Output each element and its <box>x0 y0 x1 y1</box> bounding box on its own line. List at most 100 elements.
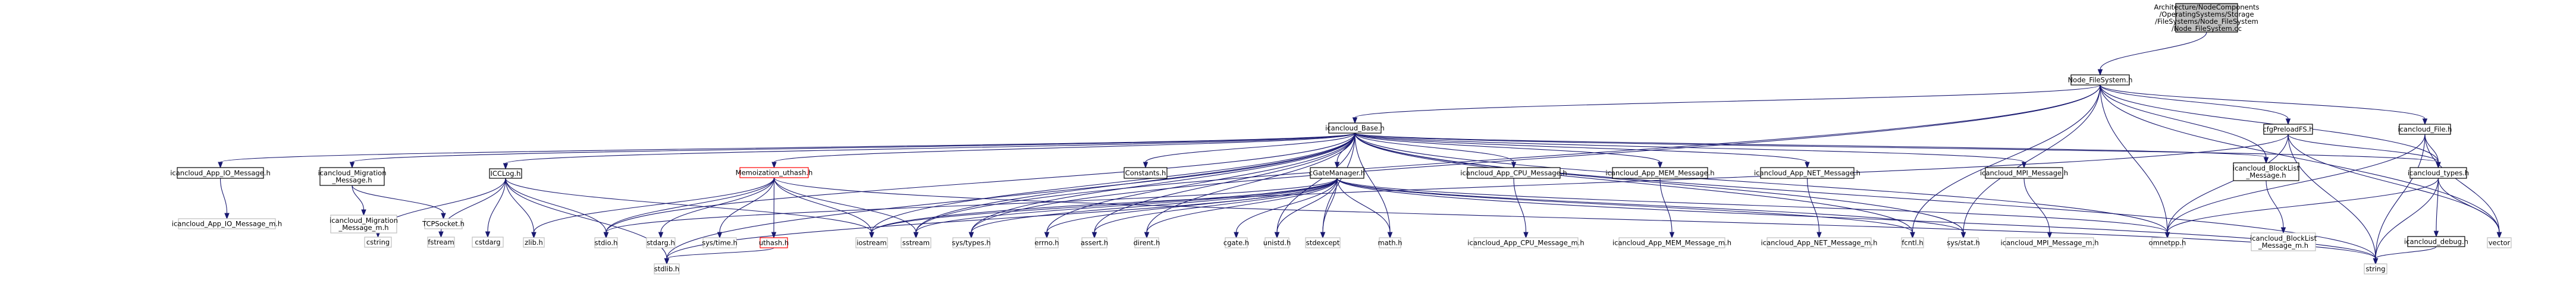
edge-memo-to-systime <box>717 177 775 239</box>
node-icancloud-app-cpu-message-h[interactable]: icancloud_App_CPU_Message.h <box>1460 167 1567 179</box>
edge-line <box>2375 246 2437 259</box>
node-box <box>330 215 397 234</box>
edge-types-to-debug <box>2433 178 2439 238</box>
arrowhead-icon <box>1091 232 1097 239</box>
node-constants-h[interactable]: Constants.h <box>1124 167 1168 179</box>
arrowhead-icon <box>658 232 664 239</box>
edge-memo-to-zlib <box>531 177 775 239</box>
node-icancloud-migration-message-h[interactable]: icancloud_Migration_Message.h <box>318 167 387 186</box>
node-icancloud-app-mem-message-m-h: icancloud_App_MEM_Message_m.h <box>1612 237 1731 248</box>
node-label: icancloud_App_NET_Message.h <box>1754 169 1860 177</box>
edge-nfs_h-to-file_h <box>2100 84 2428 125</box>
node-label: cgate.h <box>1223 239 1249 247</box>
edge-line <box>1659 178 1673 233</box>
edge-line <box>1146 133 1356 233</box>
arrowhead-icon <box>1320 232 1326 239</box>
node-label: cstring <box>366 238 390 247</box>
node-label: stdarg.h <box>647 239 675 247</box>
arrowhead-icon <box>1144 232 1150 239</box>
edge-line <box>219 133 1356 163</box>
edge-line <box>871 133 1356 233</box>
arrowhead-icon <box>913 232 919 239</box>
node-architecture-nodecomponents-operatingsystems-storage-filesystems-node-filesystem-node-filesystem-cc[interactable]: Architecture/NodeComponents/OperatingSys… <box>2154 3 2259 33</box>
node-sys-types-h: sys/types.h <box>952 237 991 248</box>
arrowhead-icon <box>2422 118 2428 125</box>
nodes-layer: Architecture/NodeComponents/OperatingSys… <box>170 3 2512 275</box>
edge-cgate-to-cgate_m <box>1234 178 1338 239</box>
arrowhead-icon <box>2285 118 2291 125</box>
node-icancloud-mpi-message-h[interactable]: icancloud_MPI_Message.h <box>1980 167 2068 179</box>
node-cgate-h: cgate.h <box>1223 237 1249 248</box>
edge-cgate-to-math <box>1336 178 1393 239</box>
node-box <box>2175 3 2238 33</box>
edge-blocklist-to-blocklist_m <box>2266 180 2286 234</box>
edge-base-to-consts <box>1143 133 1356 169</box>
node-icancloud-app-mem-message-h[interactable]: icancloud_App_MEM_Message.h <box>1605 167 1715 179</box>
edge-line <box>2100 84 2500 233</box>
edge-line <box>2288 134 2500 233</box>
edge-line <box>915 84 2101 233</box>
edge-line <box>2100 84 2289 119</box>
edge-line <box>505 133 1356 164</box>
node-label: /Node_FileSystem.cc <box>2172 24 2242 33</box>
edge-line <box>1354 133 1808 163</box>
edge-file_h-to-omnetpp <box>2164 134 2426 239</box>
node-box <box>1035 237 1059 248</box>
arrowhead-icon <box>1352 117 1358 124</box>
node-box <box>1305 237 1341 248</box>
edge-line <box>2375 134 2426 259</box>
node-box <box>472 237 504 248</box>
arrowhead-icon <box>664 258 670 265</box>
edge-cpu_msg-to-cpu_msg_m <box>1513 178 1529 239</box>
node-box <box>2151 237 2183 248</box>
node-cstdarg: cstdarg <box>472 237 504 248</box>
edge-line <box>505 178 535 233</box>
edge-line <box>666 247 774 259</box>
edge-line <box>1046 133 1356 233</box>
edge-cgate-to-stdexcept <box>1320 178 1338 239</box>
node-label: icancloud_BlockList <box>2250 234 2317 242</box>
node-label: icancloud_MPI_Message_m.h <box>2000 239 2098 247</box>
node-cfgpreloadfs-h[interactable]: cfgPreloadFS.h <box>2263 124 2314 135</box>
edge-io_msg-to-io_msg_m <box>219 178 230 220</box>
node-icancloud-types-h[interactable]: icancloud_types.h <box>2408 167 2469 179</box>
node-box <box>489 168 522 179</box>
edge-cgate-to-string <box>1336 178 2379 265</box>
node-icancloud-app-net-message-h[interactable]: icancloud_App_NET_Message.h <box>1754 167 1860 179</box>
edge-base-to-mem_msg <box>1354 133 1663 169</box>
node-box <box>1612 167 1708 179</box>
node-label: stdexcept <box>1306 239 1340 247</box>
node-icancloud-app-net-message-m-h: icancloud_App_NET_Message_m.h <box>1761 237 1877 248</box>
edge-memo-to-stdio <box>603 177 775 239</box>
node-label: cGateManager.h <box>1309 169 1365 177</box>
node-icancloud-app-io-message-h[interactable]: icancloud_App_IO_Message.h <box>170 167 271 179</box>
node-icancloud-blocklist-message-m-h: icancloud_BlockList_Message_m.h <box>2250 232 2317 251</box>
node-box <box>952 237 990 248</box>
node-box <box>1948 237 1979 248</box>
node-node-filesystem-h[interactable]: Node_FileSystem.h <box>2068 74 2133 86</box>
node-label: stdio.h <box>595 239 618 247</box>
edge-line <box>1354 133 2025 163</box>
edge-icclog-to-iostream <box>505 178 874 239</box>
node-icancloud-file-h[interactable]: icancloud_File.h <box>2398 124 2452 135</box>
arrowhead-icon <box>2280 227 2286 234</box>
node-icclog-h[interactable]: ICCLog.h <box>489 168 522 179</box>
node-icancloud-debug-h[interactable]: icancloud_debug.h <box>2404 236 2468 247</box>
edge-cgate-to-assert <box>1091 178 1338 239</box>
arrowhead-icon <box>1805 162 1810 169</box>
node-cgatemanager-h[interactable]: cGateManager.h <box>1309 167 1365 179</box>
node-label: cfgPreloadFS.h <box>2263 125 2313 134</box>
arrowhead-icon <box>1234 232 1239 239</box>
node-label: dirent.h <box>1134 239 1160 247</box>
node-box <box>760 237 788 248</box>
edge-line <box>1513 178 1527 233</box>
node-icancloud-blocklist-message-h[interactable]: icancloud_BlockList_Message.h <box>2233 162 2299 181</box>
arrowhead-icon <box>771 162 777 169</box>
arrowhead-icon <box>2373 258 2379 265</box>
node-icancloud-base-h[interactable]: icancloud_Base.h <box>1325 122 1385 134</box>
node-label: icancloud_Migration <box>330 216 398 225</box>
edge-line <box>2288 134 2439 163</box>
node-uthash-h[interactable]: uthash.h <box>759 237 789 248</box>
node-memoization-uthash-h[interactable]: Memoization_uthash.h <box>736 167 813 178</box>
edge-line <box>505 178 607 233</box>
